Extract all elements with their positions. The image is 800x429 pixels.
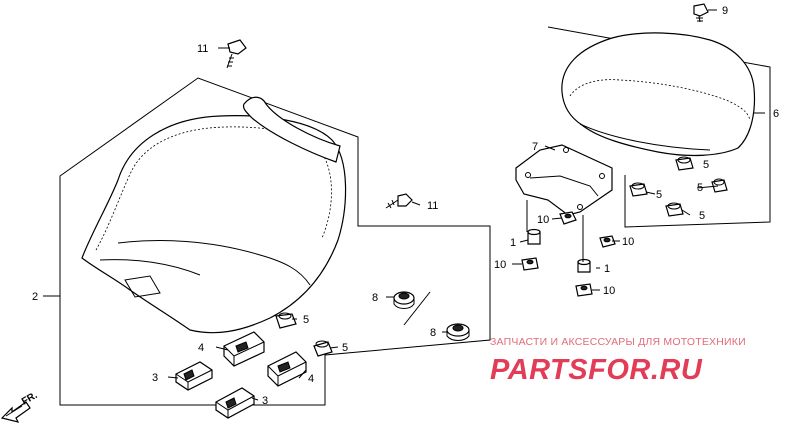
- collar-8-a: [393, 291, 415, 309]
- pillion-seat: [561, 32, 756, 157]
- bolt-11-top: [226, 39, 247, 69]
- watermark: ЗАПЧАСТИ И АКСЕССУАРЫ ДЛЯ МОТОТЕХНИКИ PA…: [490, 336, 746, 386]
- callout-10-b: 10: [622, 236, 634, 248]
- grommet-5-a: [275, 312, 297, 329]
- rubber-block-4-a: [223, 331, 265, 367]
- callout-10-c: 10: [494, 259, 506, 271]
- bolt-11-right: [385, 193, 413, 209]
- nut-10-a: [559, 211, 577, 225]
- bracket: [515, 144, 613, 216]
- callout-3-a: 3: [152, 372, 158, 384]
- callout-8-a: 8: [372, 292, 378, 304]
- callout-3-b: 3: [262, 395, 268, 407]
- nut-10-b: [599, 235, 616, 248]
- callout-11-top: 11: [197, 43, 208, 55]
- callout-1-b: 1: [604, 263, 610, 275]
- seat-group-outline: [59, 77, 491, 406]
- callout-7: 7: [532, 141, 538, 153]
- callout-10-a: 10: [537, 214, 549, 226]
- callout-1-a: 1: [510, 237, 516, 249]
- callout-4-a: 4: [198, 342, 204, 354]
- grommet-5-d: [629, 182, 648, 197]
- nut-10-c: [521, 257, 539, 271]
- callout-5-b: 5: [342, 342, 348, 354]
- rubber-pad-3-b: [215, 387, 255, 419]
- callout-5-c: 5: [703, 159, 709, 171]
- callout-4-b: 4: [308, 373, 314, 385]
- callout-10-d: 10: [603, 285, 615, 297]
- callout-2: 2: [32, 291, 38, 303]
- bolt-9: [693, 3, 709, 23]
- grommet-5-c: [675, 156, 694, 171]
- leader-lines: [43, 9, 765, 401]
- grommet-5-b: [313, 340, 333, 357]
- rubber-pad-3-a: [175, 361, 213, 391]
- nut-10-d: [575, 283, 593, 297]
- rubber-block-4-b: [267, 351, 307, 387]
- callout-8-b: 8: [430, 327, 436, 339]
- front-direction-arrow: FR.: [0, 390, 40, 423]
- callout-6: 6: [773, 108, 779, 120]
- watermark-brand: PARTSFOR.RU: [490, 354, 703, 386]
- callout-5-f: 5: [699, 210, 705, 222]
- watermark-tagline: ЗАПЧАСТИ И АКСЕССУАРЫ ДЛЯ МОТОТЕХНИКИ: [490, 336, 746, 348]
- callout-5-a: 5: [303, 314, 309, 326]
- front-direction-label: FR.: [20, 390, 40, 408]
- callout-11-right: 11: [427, 200, 438, 212]
- grommet-5-e: [711, 178, 728, 193]
- collar-8-guide-line: [403, 291, 431, 326]
- callout-5-d: 5: [656, 189, 662, 201]
- bolt-1-b: [577, 258, 591, 273]
- callout-9: 9: [722, 5, 728, 17]
- main-seat: [81, 96, 347, 334]
- collar-8-b: [446, 323, 470, 341]
- grommet-5-f: [665, 202, 684, 217]
- bolt-1-a: [527, 228, 541, 245]
- callout-5-e: 5: [697, 182, 703, 194]
